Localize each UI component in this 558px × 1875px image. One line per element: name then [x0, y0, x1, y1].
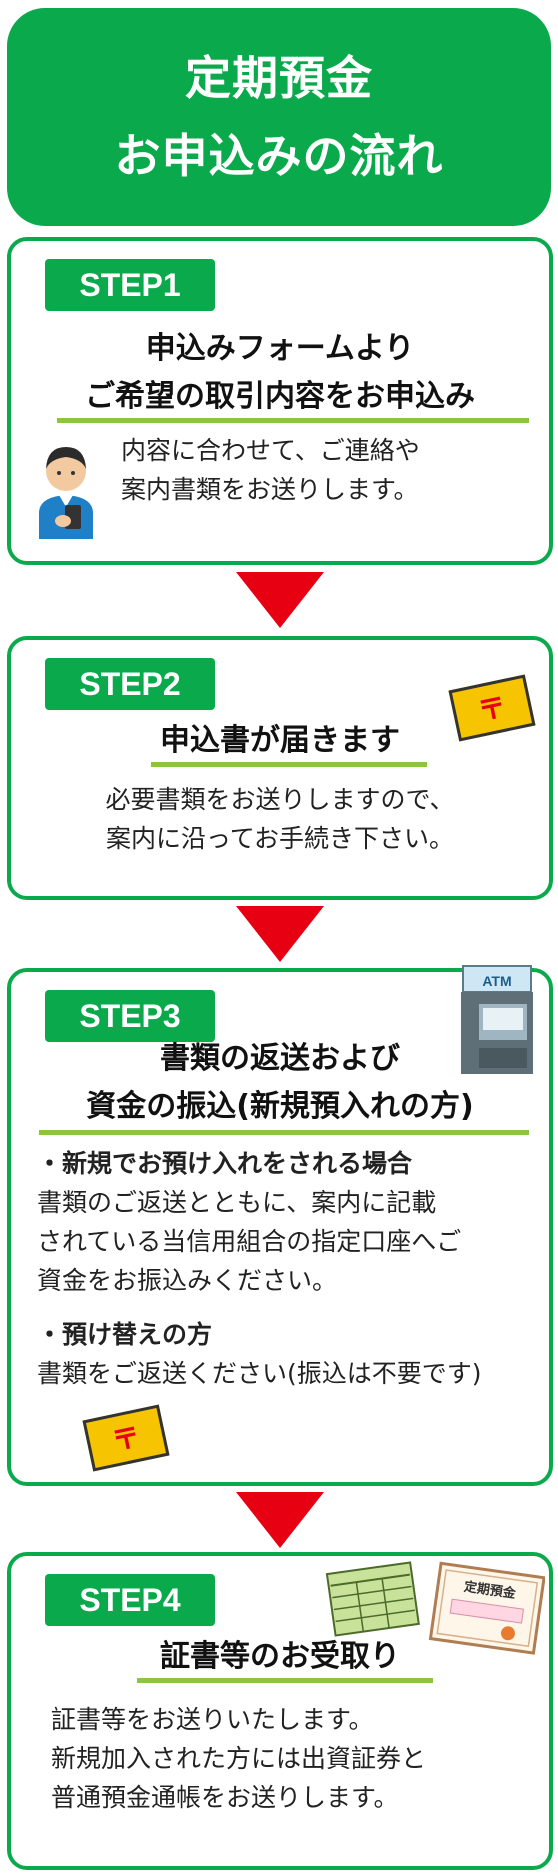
step1-title-underline	[57, 418, 529, 423]
flow-arrow-3	[236, 1492, 324, 1548]
step3-badge: STEP3	[45, 990, 215, 1042]
step1-body-line2: 案内書類をお送りします。	[121, 475, 419, 504]
step1-title-line1: 申込みフォームより	[145, 331, 415, 366]
flow-arrow-1	[236, 572, 324, 628]
step3-card: STEP3 ATM 書類の返送および 資金の振込(新規預入れの方) ・新規でお預…	[7, 965, 553, 1486]
step3-section1-line3: 資金をお振込みください。	[37, 1266, 338, 1295]
step2-body-line1: 必要書類をお送りしますので、	[105, 785, 455, 814]
step3-section1-line2: されている当信用組合の指定口座へご	[37, 1227, 462, 1256]
step3-section2-heading: ・預け替えの方	[37, 1320, 213, 1349]
step2-title-underline	[151, 762, 427, 767]
step4-body-line1: 証書等をお送りいたします。	[51, 1705, 374, 1734]
step2-card: STEP2 〒 申込書が届きます 必要書類をお送りしますので、 案内に沿ってお手…	[7, 636, 553, 900]
passbook-icon: 定期預金	[428, 1561, 545, 1655]
passbook-label: 定期預金	[462, 1579, 518, 1602]
atm-icon: ATM	[461, 965, 533, 1074]
step2-badge: STEP2	[45, 658, 215, 710]
envelope-icon-2: 〒	[82, 1404, 170, 1472]
step4-badge: STEP4	[45, 1574, 215, 1626]
step1-body-line1: 内容に合わせて、ご連絡や	[121, 436, 420, 465]
step3-title-line2: 資金の振込(新規預入れの方)	[86, 1089, 474, 1124]
certificate-icon	[325, 1561, 420, 1637]
step1-card: STEP1 申込みフォームより ご希望の取引内容をお申込み 内容に合わせて、ご連…	[7, 237, 553, 565]
header-title-line2: お申込みの流れ	[114, 129, 444, 183]
step2-body-line2: 案内に沿ってお手続き下さい。	[105, 824, 454, 853]
person-with-phone-icon	[39, 447, 93, 539]
page-header: 定期預金 お申込みの流れ	[7, 8, 551, 226]
step4-body-line3: 普通預金通帳をお送りします。	[51, 1783, 399, 1812]
step3-title-line1: 書類の返送および	[160, 1041, 400, 1076]
step3-section1-line1: 書類のご返送とともに、案内に記載	[37, 1188, 437, 1217]
step4-title-underline	[137, 1678, 433, 1683]
header-title-line1: 定期預金	[185, 51, 373, 105]
step3-section2-line1: 書類をご返送ください(振込は不要です)	[37, 1359, 482, 1388]
step3-section1-heading: ・新規でお預け入れをされる場合	[37, 1149, 413, 1178]
step2-title: 申込書が届きます	[160, 723, 400, 758]
step4-body-line2: 新規加入された方には出資証券と	[51, 1744, 427, 1773]
step3-title-underline	[39, 1130, 529, 1135]
step1-badge: STEP1	[45, 259, 215, 311]
step1-title-line2: ご希望の取引内容をお申込み	[85, 379, 475, 414]
flow-arrow-2	[236, 906, 324, 962]
step4-card: STEP4 定期預金 証書等のお受取り 証書等をお送りいたします。 新規加入され…	[7, 1552, 553, 1870]
atm-label: ATM	[482, 973, 511, 989]
step4-title: 証書等のお受取り	[160, 1639, 400, 1674]
